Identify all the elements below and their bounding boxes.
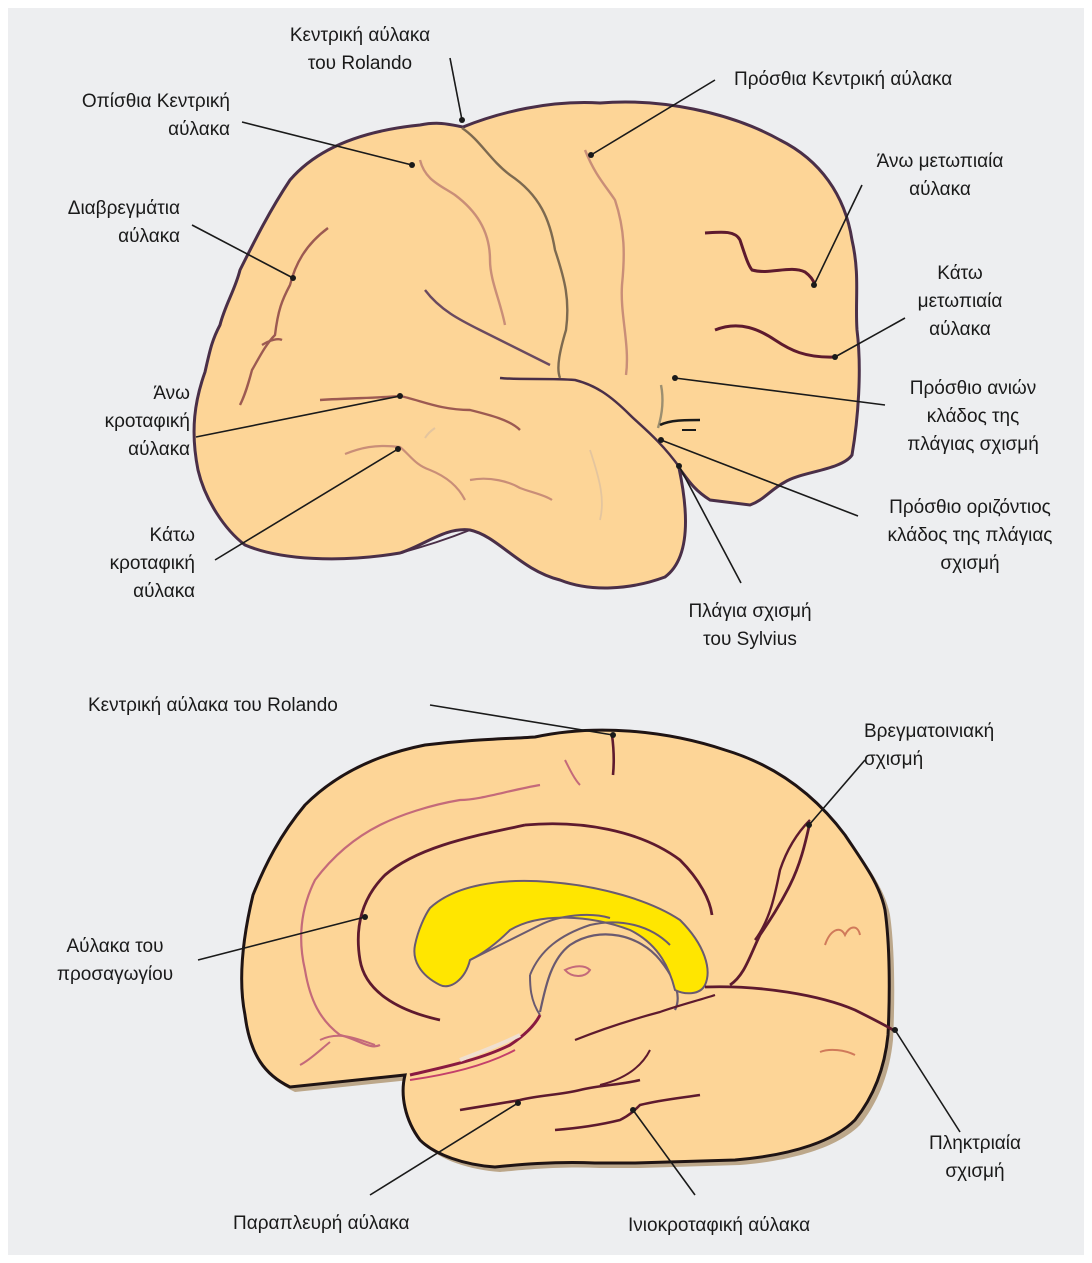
label-ascending-ramus: Πρόσθιο ανιών κλάδος της πλάγιας σχισμή	[868, 375, 1078, 459]
label-lateral-fissure: Πλάγια σχισμή του Sylvius	[640, 598, 860, 654]
label-postcentral-sulcus: Οπίσθια Κεντρική αύλακα	[20, 88, 230, 144]
label-inferior-temporal-sulcus: Κάτω κροταφική αύλακα	[20, 522, 195, 606]
label-intraparietal-sulcus: Διαβρεγμάτια αύλακα	[20, 195, 180, 251]
label-horizontal-ramus: Πρόσθιο οριζόντιος κλάδος της πλάγιας σχ…	[860, 494, 1080, 578]
label-precentral-sulcus: Πρόσθια Κεντρική αύλακα	[734, 66, 1054, 94]
label-parieto-occipital-fissure: Βρεγματοινιακή σχισμή	[864, 718, 1064, 774]
label-collateral-sulcus: Παραπλευρή αύλακα	[233, 1210, 493, 1238]
lateral-brain-outline	[194, 102, 859, 588]
label-calcarine-fissure: Πληκτριαία σχισμή	[905, 1130, 1045, 1186]
label-central-sulcus-lateral: Κεντρική αύλακα του Rolando	[240, 22, 480, 78]
label-central-sulcus-medial: Κεντρική αύλακα του Rolando	[88, 692, 428, 720]
medial-brain	[242, 730, 895, 1172]
label-cingulate-sulcus: Αύλακα του προσαγωγίου	[30, 933, 200, 989]
label-occipitotemporal-sulcus: Ινιοκροταφική αύλακα	[628, 1212, 908, 1240]
label-superior-temporal-sulcus: Άνω κροταφική αύλακα	[20, 380, 190, 464]
lateral-brain	[194, 102, 859, 588]
label-superior-frontal-sulcus: Άνω μετωπιαία αύλακα	[850, 148, 1030, 204]
label-inferior-frontal-sulcus: Κάτω μετωπιαία αύλακα	[900, 260, 1020, 344]
